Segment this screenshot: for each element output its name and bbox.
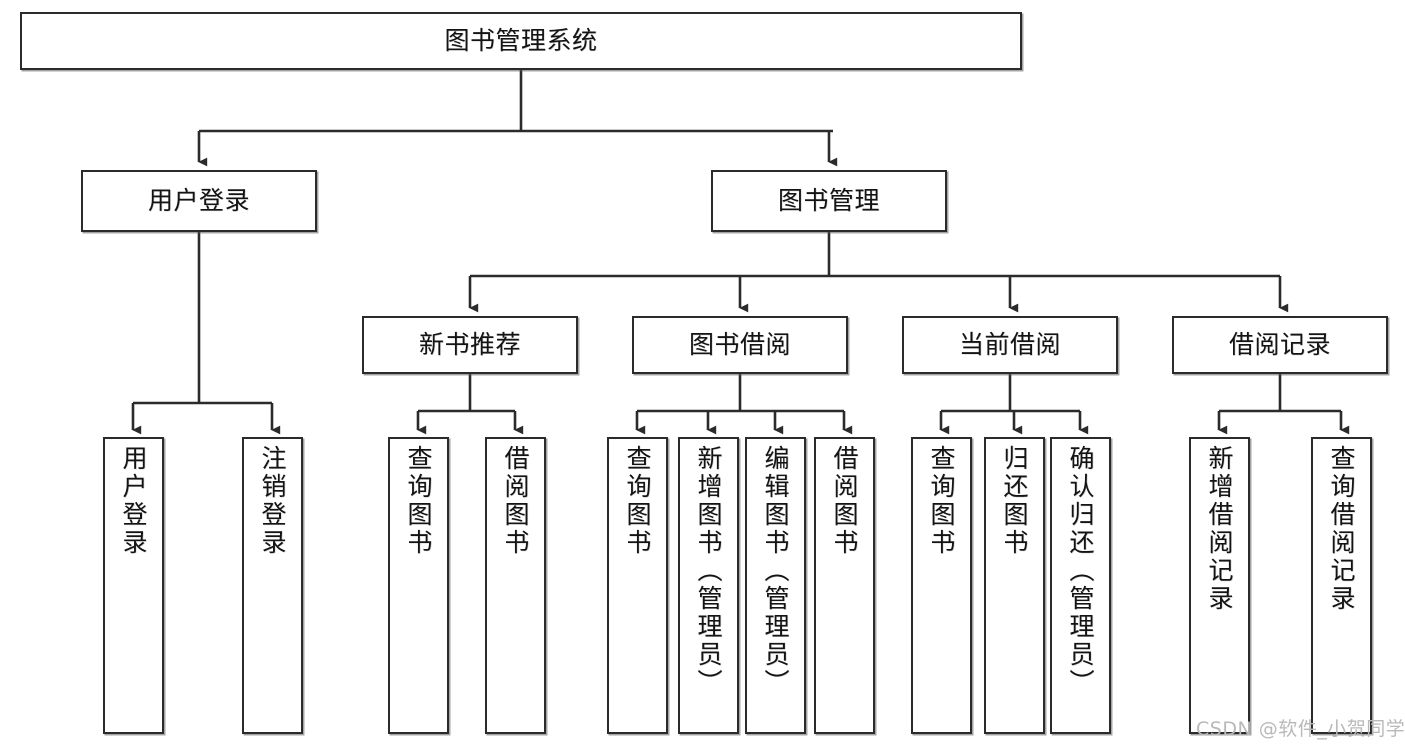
leaf-edit-book-admin-label: 编辑图书（管理员） bbox=[761, 445, 790, 697]
leaf-query-book-current[interactable]: 查询图书 bbox=[911, 437, 972, 734]
leaf-edit-book-admin[interactable]: 编辑图书（管理员） bbox=[745, 437, 806, 734]
watermark: CSDN @软件_小贺同学 bbox=[1196, 718, 1405, 740]
node-new-book-recommend-label: 新书推荐 bbox=[418, 330, 521, 359]
leaf-confirm-return-admin[interactable]: 确认归还（管理员） bbox=[1050, 437, 1111, 734]
leaf-user-login[interactable]: 用户登录 bbox=[103, 437, 164, 734]
leaf-add-book-admin[interactable]: 新增图书（管理员） bbox=[678, 437, 739, 734]
node-current-borrow-label: 当前借阅 bbox=[958, 330, 1061, 359]
leaf-return-book[interactable]: 归还图书 bbox=[984, 437, 1045, 734]
node-book-borrow[interactable]: 图书借阅 bbox=[632, 316, 848, 374]
node-borrow-record-label: 借阅记录 bbox=[1228, 330, 1331, 359]
leaf-query-borrow-record-label: 查询借阅记录 bbox=[1327, 445, 1356, 613]
node-root[interactable]: 图书管理系统 bbox=[20, 12, 1022, 70]
leaf-query-book-current-label: 查询图书 bbox=[927, 445, 956, 557]
leaf-add-borrow-record-label: 新增借阅记录 bbox=[1205, 445, 1234, 613]
node-user-login-label: 用户登录 bbox=[147, 186, 250, 215]
node-book-management-label: 图书管理 bbox=[777, 186, 880, 215]
leaf-query-book-recommend-label: 查询图书 bbox=[404, 445, 433, 557]
leaf-query-book-recommend[interactable]: 查询图书 bbox=[388, 437, 449, 734]
leaf-borrow-book-label: 借阅图书 bbox=[830, 445, 859, 557]
leaf-borrow-book-recommend-label: 借阅图书 bbox=[501, 445, 530, 557]
leaf-add-book-admin-label: 新增图书（管理员） bbox=[694, 445, 723, 697]
leaf-query-borrow-record[interactable]: 查询借阅记录 bbox=[1311, 437, 1372, 734]
node-root-label: 图书管理系统 bbox=[444, 26, 598, 55]
node-new-book-recommend[interactable]: 新书推荐 bbox=[362, 316, 578, 374]
node-book-management[interactable]: 图书管理 bbox=[711, 170, 947, 232]
leaf-confirm-return-admin-label: 确认归还（管理员） bbox=[1066, 445, 1095, 697]
leaf-return-book-label: 归还图书 bbox=[1000, 445, 1029, 557]
leaf-logout[interactable]: 注销登录 bbox=[242, 437, 303, 734]
leaf-borrow-book-recommend[interactable]: 借阅图书 bbox=[485, 437, 546, 734]
leaf-query-book-borrow-label: 查询图书 bbox=[623, 445, 652, 557]
leaf-borrow-book[interactable]: 借阅图书 bbox=[814, 437, 875, 734]
leaf-logout-label: 注销登录 bbox=[258, 445, 287, 557]
leaf-add-borrow-record[interactable]: 新增借阅记录 bbox=[1189, 437, 1250, 734]
node-user-login[interactable]: 用户登录 bbox=[81, 170, 317, 232]
node-book-borrow-label: 图书借阅 bbox=[688, 330, 791, 359]
node-borrow-record[interactable]: 借阅记录 bbox=[1172, 316, 1388, 374]
leaf-user-login-label: 用户登录 bbox=[119, 445, 148, 557]
leaf-query-book-borrow[interactable]: 查询图书 bbox=[607, 437, 668, 734]
node-current-borrow[interactable]: 当前借阅 bbox=[902, 316, 1118, 374]
